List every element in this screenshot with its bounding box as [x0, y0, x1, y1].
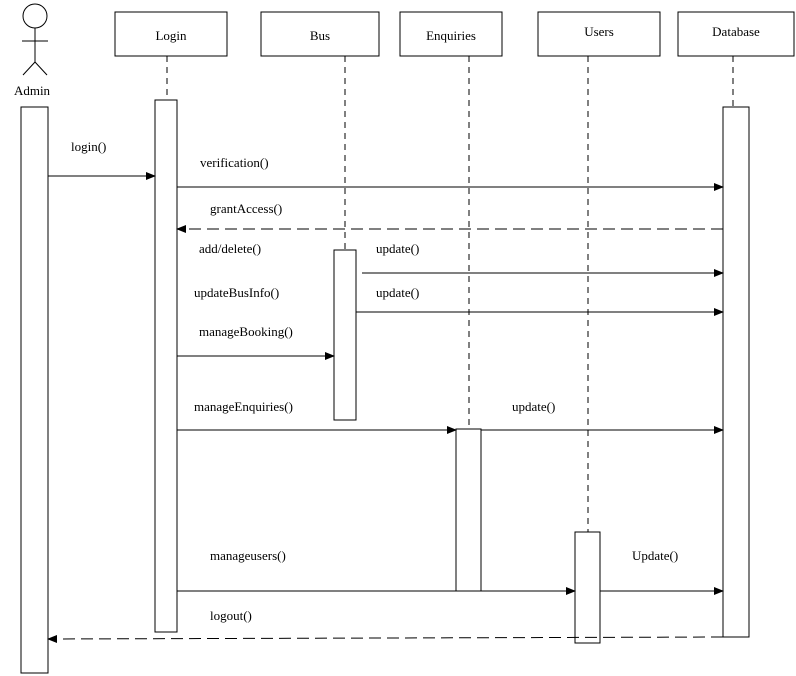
- message-verification: verification(): [177, 155, 724, 191]
- lifeline-users-name: Users: [584, 24, 614, 39]
- message-label: Update(): [632, 548, 678, 563]
- message-note-left: add/delete(): [199, 241, 261, 256]
- message-label: manageBooking(): [199, 324, 293, 339]
- lifeline-database-name: Database: [712, 24, 760, 39]
- message-manage-enquiries: manageEnquiries(): [177, 399, 457, 434]
- message-grant-access: grantAccess(): [176, 201, 723, 233]
- lifeline-login-header: Login: [114, 11, 228, 57]
- lifeline-bus-name: Bus: [310, 28, 330, 43]
- message-label: grantAccess(): [210, 201, 282, 216]
- lifeline-enquiries-header: Enquiries: [399, 11, 503, 57]
- message-label: update(): [376, 241, 419, 256]
- lifeline-users-header: Users: [537, 11, 661, 57]
- activation-login: [154, 99, 178, 633]
- message-manage-booking: manageBooking(): [177, 324, 335, 360]
- message-label: manageEnquiries(): [194, 399, 293, 414]
- lifeline-database-header: Database: [677, 11, 795, 57]
- activation-users: [574, 531, 601, 644]
- actor-right-leg: [34, 61, 48, 76]
- message-label: update(): [376, 285, 419, 300]
- lifeline-enquiries-name: Enquiries: [426, 28, 476, 43]
- message-label: manageusers(): [210, 548, 286, 563]
- actor-head: [22, 3, 48, 29]
- message-enquiries-update: update(): [481, 399, 724, 434]
- message-users-update: Update(): [600, 548, 724, 595]
- message-bus-update-2: update() updateBusInfo(): [194, 285, 724, 316]
- message-manage-users: manageusers(): [177, 548, 576, 595]
- message-label: login(): [71, 139, 106, 154]
- lifeline-login-name: Login: [155, 28, 187, 43]
- lifeline-bus-header: Bus: [260, 11, 380, 57]
- admin-actor: Admin: [14, 3, 51, 98]
- activation-bus: [333, 249, 357, 421]
- message-label: verification(): [200, 155, 269, 170]
- activation-database: [722, 106, 750, 638]
- actor-left-leg: [22, 61, 36, 76]
- message-label: update(): [512, 399, 555, 414]
- activation-enquiries: [455, 428, 482, 592]
- actor-name: Admin: [14, 83, 51, 98]
- message-login: login(): [48, 139, 156, 180]
- message-bus-update-1: update() add/delete(): [199, 241, 724, 277]
- message-note-left: updateBusInfo(): [194, 285, 279, 300]
- activation-admin: [20, 106, 49, 674]
- message-logout: logout(): [47, 608, 724, 643]
- message-arrow: [47, 634, 724, 643]
- message-label: logout(): [210, 608, 252, 623]
